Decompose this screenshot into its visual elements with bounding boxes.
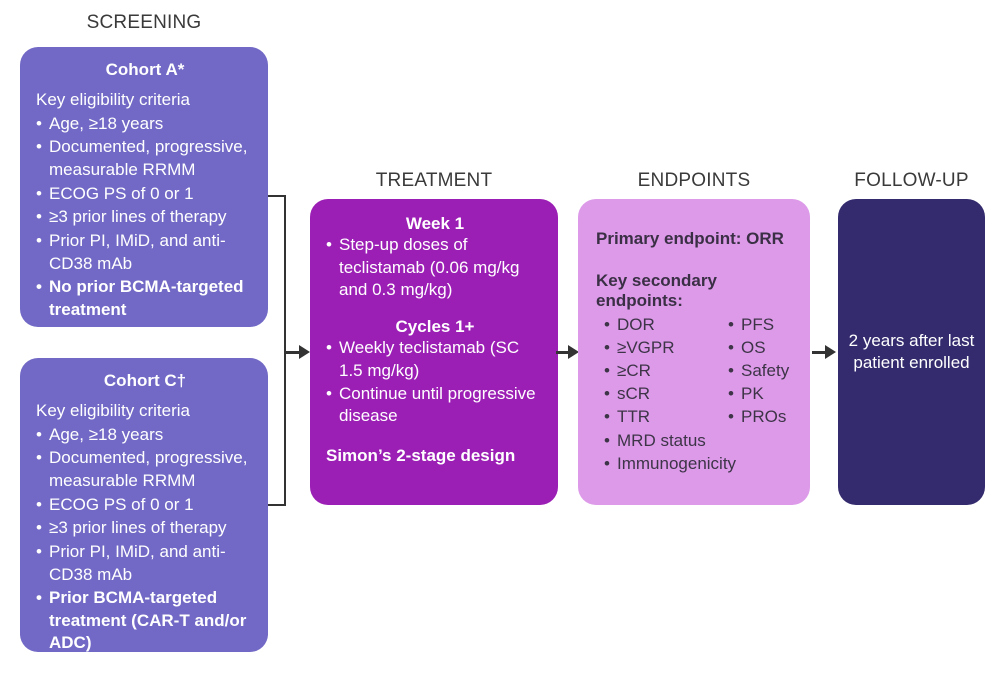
bracket-arrow-line xyxy=(286,351,302,354)
secondary-endpoint-item: MRD status xyxy=(604,429,720,452)
secondary-endpoint-item: DOR xyxy=(604,313,720,336)
primary-endpoint: Primary endpoint: ORR xyxy=(596,229,784,248)
cohort-a-criteria-heading: Key eligibility criteria xyxy=(36,90,190,110)
cohort-a-box: Cohort A* Key eligibility criteria Age, … xyxy=(20,47,268,327)
followup-text: 2 years after last patient enrolled xyxy=(848,330,975,372)
secondary-endpoint-item: sCR xyxy=(604,382,720,405)
treatment-cycles-item: Weekly teclistamab (SC 1.5 mg/kg) xyxy=(326,337,544,382)
secondary-endpoint-item: ≥CR xyxy=(604,359,720,382)
treatment-cycles-list: Weekly teclistamab (SC 1.5 mg/kg)Continu… xyxy=(326,337,544,427)
secondary-endpoint-item: PFS xyxy=(728,313,798,336)
bracket-arrow-head xyxy=(299,345,310,359)
header-screening: SCREENING xyxy=(86,12,202,33)
treatment-box: Week 1 Step-up doses of teclistamab (0.0… xyxy=(310,199,558,505)
cohort-a-title: Cohort A* xyxy=(105,60,185,79)
secondary-endpoints-column-right: PFSOSSafetyPKPROs xyxy=(720,313,798,475)
secondary-endpoints-list-right: PFSOSSafetyPKPROs xyxy=(728,313,798,429)
header-endpoints: ENDPOINTS xyxy=(637,170,751,191)
treatment-cycles-item: Continue until progressive disease xyxy=(326,383,544,428)
treatment-design-footer: Simon’s 2-stage design xyxy=(326,445,516,465)
secondary-endpoint-item: OS xyxy=(728,336,798,359)
cohort-a-criterion-item: Documented, progressive, measurable RRMM xyxy=(36,136,254,181)
secondary-endpoints-heading: Key secondary endpoints: xyxy=(596,271,717,310)
endpoints-box: Primary endpoint: ORR Key secondary endp… xyxy=(578,199,810,505)
endpoints-followup-arrow-line xyxy=(812,351,828,354)
cohort-c-criterion-item: Prior PI, IMiD, and anti-CD38 mAb xyxy=(36,541,254,586)
cohort-c-criterion-item: Age, ≥18 years xyxy=(36,424,254,447)
cohort-c-criterion-item: Prior BCMA-targeted treatment (CAR-T and… xyxy=(36,587,254,655)
cohort-a-criteria-list: Age, ≥18 yearsDocumented, progressive, m… xyxy=(36,113,254,321)
secondary-endpoint-item: TTR xyxy=(604,405,720,428)
cohort-a-criterion-item: ECOG PS of 0 or 1 xyxy=(36,183,254,206)
treatment-week1-title: Week 1 xyxy=(405,214,465,233)
treatment-week1-list: Step-up doses of teclistamab (0.06 mg/kg… xyxy=(326,234,544,302)
cohort-c-criterion-item: ECOG PS of 0 or 1 xyxy=(36,494,254,517)
secondary-endpoint-item: PROs xyxy=(728,405,798,428)
cohort-c-criterion-item: Documented, progressive, measurable RRMM xyxy=(36,447,254,492)
cohort-a-criterion-item: ≥3 prior lines of therapy xyxy=(36,206,254,229)
cohort-merge-bracket xyxy=(268,195,286,506)
secondary-endpoint-item: Immunogenicity xyxy=(604,452,736,475)
treatment-spacer xyxy=(326,302,544,316)
secondary-endpoint-item: ≥VGPR xyxy=(604,336,720,359)
cohort-a-criterion-item: Age, ≥18 years xyxy=(36,113,254,136)
treatment-endpoints-arrow-head xyxy=(568,345,579,359)
header-treatment: TREATMENT xyxy=(375,170,493,191)
followup-box: 2 years after last patient enrolled xyxy=(838,199,985,505)
cohort-c-title: Cohort C† xyxy=(103,371,187,390)
cohort-c-criteria-list: Age, ≥18 yearsDocumented, progressive, m… xyxy=(36,424,254,655)
secondary-endpoints-list-left: DOR≥VGPR≥CRsCRTTRMRD statusImmunogenicit… xyxy=(604,313,736,475)
treatment-week1-item: Step-up doses of teclistamab (0.06 mg/kg… xyxy=(326,234,544,302)
endpoints-followup-arrow-head xyxy=(825,345,836,359)
secondary-endpoints-column-left: DOR≥VGPR≥CRsCRTTRMRD statusImmunogenicit… xyxy=(596,313,736,475)
cohort-c-criterion-item: ≥3 prior lines of therapy xyxy=(36,517,254,540)
header-followup: FOLLOW-UP xyxy=(854,170,969,191)
secondary-endpoints-columns: DOR≥VGPR≥CRsCRTTRMRD statusImmunogenicit… xyxy=(596,313,798,475)
cohort-a-criterion-item: Prior PI, IMiD, and anti-CD38 mAb xyxy=(36,230,254,275)
treatment-endpoints-arrow-line xyxy=(556,351,572,354)
secondary-endpoint-item: Safety xyxy=(728,359,798,382)
treatment-cycles-title: Cycles 1+ xyxy=(395,317,475,337)
secondary-endpoint-item: PK xyxy=(728,382,798,405)
cohort-c-criteria-heading: Key eligibility criteria xyxy=(36,401,190,421)
cohort-c-box: Cohort C† Key eligibility criteria Age, … xyxy=(20,358,268,652)
cohort-a-criterion-item: No prior BCMA-targeted treatment xyxy=(36,276,254,321)
